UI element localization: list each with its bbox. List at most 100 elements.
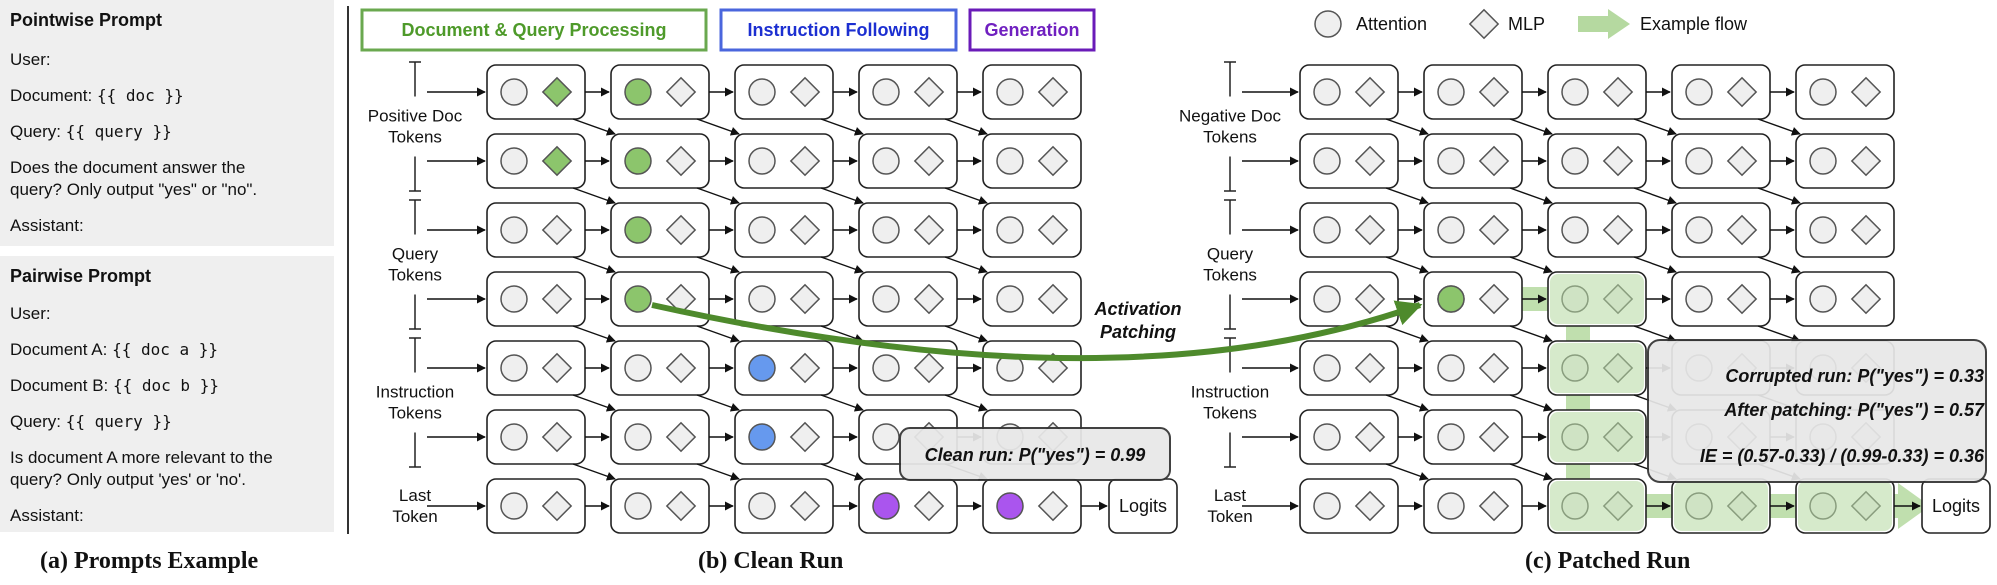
clean-block-r2-c1 (610, 202, 710, 258)
patched-attention-arrow-r2-c3 (1757, 256, 1801, 274)
patched-attention-icon (1437, 78, 1465, 106)
clean-block-r6-c0 (486, 478, 586, 534)
patched-mlp-icon (1850, 145, 1882, 177)
clean-attention-icon (996, 78, 1024, 106)
patched-mlp-icon (1354, 76, 1386, 108)
clean-block-r2-c4 (982, 202, 1082, 258)
patched-attention-icon (1561, 147, 1589, 175)
patched-mlp-icon (1478, 214, 1510, 246)
legend-flow-label: Example flow (1640, 14, 1748, 34)
clean-block-r1-c0 (486, 133, 586, 189)
patched-attention-icon (1437, 216, 1465, 244)
clean-mlp-icon (665, 490, 697, 522)
pointwise-doc-token: {{ doc }} (96, 86, 184, 105)
clean-attention-arrow-r3-c3 (944, 325, 988, 343)
patched-block-r1-c4 (1795, 133, 1895, 189)
pairwise-document-b-line: Document B: {{ doc b }} (10, 376, 219, 396)
patched-attention-icon (1313, 216, 1341, 244)
patched-flow-block-6 (1798, 481, 1892, 531)
pairwise-document-a-label: Document A: (10, 340, 113, 359)
clean-attention-icon (500, 78, 528, 106)
patched-attention-icon (1313, 492, 1341, 520)
pointwise-query-token: {{ query }} (65, 122, 172, 141)
clean-mlp-icon (665, 76, 697, 108)
clean-mlp-icon (665, 283, 697, 315)
patched-mlp-icon (1478, 283, 1510, 315)
legend-generation-box (968, 8, 1096, 52)
patched-attention-arrow-r5-c0 (1385, 463, 1429, 481)
pairwise-question-line-2: query? Only output 'yes' or 'no'. (10, 470, 246, 489)
caption-prompts-example: (a) Prompts Example (40, 548, 259, 574)
clean-mlp-icon (789, 145, 821, 177)
clean-attention-icon (872, 285, 900, 313)
patched-attention-icon (1809, 78, 1837, 106)
patched-block-r2-c4 (1795, 202, 1895, 258)
clean-block-r1-c1 (610, 133, 710, 189)
clean-attention-icon (624, 423, 652, 451)
clean-block-r3-c3 (858, 271, 958, 327)
clean-attention-arrow-r2-c3 (944, 256, 988, 274)
patched-attention-icon (1437, 354, 1465, 382)
patched-attention-arrow-r1-c3 (1757, 187, 1801, 205)
patched-block-r6-c0 (1299, 478, 1399, 534)
clean-mlp-icon (913, 283, 945, 315)
patched-flow-block-4 (1550, 481, 1644, 531)
patched-attention-icon (1313, 285, 1341, 313)
patched-result-text-0: Corrupted run: P("yes") = 0.33 (1725, 366, 1984, 386)
patched-mlp-icon (1850, 283, 1882, 315)
clean-mlp-icon (789, 283, 821, 315)
pairwise-query-token: {{ query }} (65, 412, 172, 431)
clean-mlp-icon (541, 490, 573, 522)
patched-mlp-icon (1478, 352, 1510, 384)
clean-block-r0-c0 (486, 64, 586, 120)
patched-result-text-1: After patching: P("yes") = 0.57 (1723, 400, 1985, 420)
clean-attention-arrow-r4-c3 (944, 394, 988, 412)
patched-mlp-icon (1478, 145, 1510, 177)
patched-mlp-icon (1478, 421, 1510, 453)
patched-block-r0-c2 (1547, 64, 1647, 120)
clean-mlp-icon (1037, 76, 1069, 108)
clean-mlp-icon (541, 421, 573, 453)
clean-attention-arrow-r3-c1 (696, 325, 740, 343)
legend-generation-label: Generation (984, 20, 1079, 40)
patched-attention-arrow-r2-c1 (1509, 256, 1553, 274)
clean-block-r5-c2 (734, 409, 834, 465)
patched-attention-icon (1437, 147, 1465, 175)
patched-block-r1-c2 (1547, 133, 1647, 189)
patched-mlp-icon (1354, 283, 1386, 315)
patched-attention-icon (1313, 423, 1341, 451)
patched-mlp-icon (1354, 352, 1386, 384)
clean-block-r0-c4 (982, 64, 1082, 120)
patched-attention-icon (1809, 216, 1837, 244)
patched-attention-icon (1685, 147, 1713, 175)
clean-attention-icon (748, 147, 776, 175)
patched-block-r1-c0 (1299, 133, 1399, 189)
patched-attention-arrow-r4-c0 (1385, 394, 1429, 412)
patched-block-r2-c0 (1299, 202, 1399, 258)
pointwise-assistant-line: Assistant: (10, 216, 84, 235)
clean-attention-arrow-r3-c0 (572, 325, 616, 343)
clean-attention-icon (624, 354, 652, 382)
clean-attention-arrow-r2-c1 (696, 256, 740, 274)
clean-block-r1-c3 (858, 133, 958, 189)
clean-block-r5-c1 (610, 409, 710, 465)
clean-attention-icon (500, 285, 528, 313)
patched-attention-icon (1437, 492, 1465, 520)
clean-attention-icon (872, 354, 900, 382)
clean-block-r2-c0 (486, 202, 586, 258)
patched-mlp-icon (1850, 76, 1882, 108)
clean-block-r6-c3 (858, 478, 958, 534)
activation-patching-arrow (651, 300, 1423, 362)
pairwise-doc-a-token: {{ doc a }} (112, 340, 219, 359)
clean-logits-label: Logits (1119, 496, 1167, 516)
legend-processing-label: Document & Query Processing (401, 20, 666, 40)
patched-attention-icon (1685, 285, 1713, 313)
clean-attention-arrow-r5-c0 (572, 463, 616, 481)
